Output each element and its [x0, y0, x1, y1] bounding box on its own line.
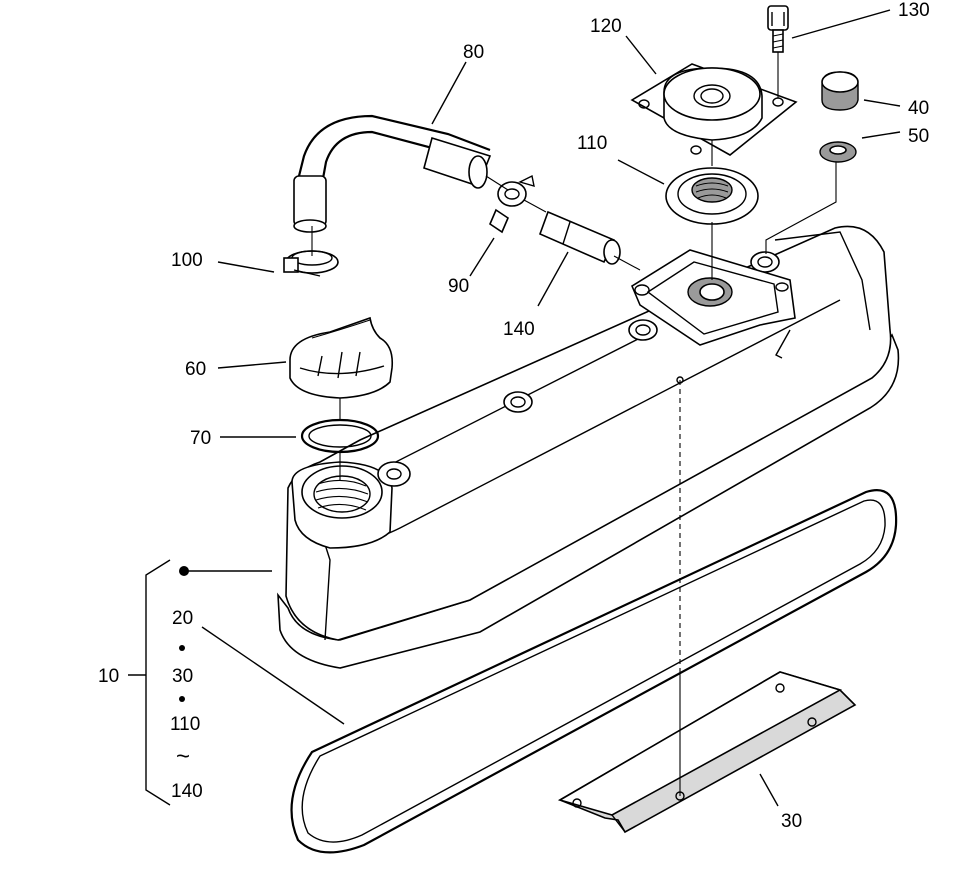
o-ring	[300, 418, 380, 454]
callout-20: 20	[172, 608, 193, 629]
hose-clamp	[283, 250, 339, 277]
callout-140: 140	[503, 319, 535, 340]
screw	[767, 5, 789, 53]
valve-cover-gasket	[290, 489, 898, 854]
callout-70: 70	[190, 428, 211, 449]
callout-100: 100	[171, 250, 203, 271]
assembly-lines	[311, 52, 837, 796]
diaphragm-washer	[665, 167, 759, 225]
callout-120: 120	[590, 16, 622, 37]
callout-30: 30	[781, 811, 802, 832]
kit-item-140: 140	[171, 781, 203, 802]
kit-bullet-small-1	[179, 645, 185, 651]
callout-90: 90	[448, 276, 469, 297]
callout-130: 130	[898, 0, 930, 21]
washer	[819, 141, 857, 163]
spring-clamp	[489, 174, 535, 234]
cap-nut	[821, 71, 859, 111]
callout-110: 110	[577, 133, 607, 154]
kit-range-symbol: ~	[176, 743, 190, 770]
callout-60: 60	[185, 359, 206, 380]
kit-bracket	[128, 559, 272, 806]
breather-hose	[293, 114, 492, 233]
oil-filler-cap	[289, 316, 394, 399]
kit-item-110: 110	[170, 714, 200, 735]
callout-80: 80	[463, 42, 484, 63]
kit-item-30: 30	[172, 666, 193, 687]
callout-40: 40	[908, 98, 929, 119]
deflector-plate	[557, 671, 857, 834]
leader-lines	[201, 9, 901, 807]
callout-10: 10	[98, 666, 119, 687]
connector-tube	[538, 210, 621, 265]
kit-bullet-small-2	[179, 696, 185, 702]
callout-labels: 130 120 80 40 50 110 100 90 140 60 70 20…	[98, 0, 930, 832]
valve-cover	[277, 225, 900, 669]
breather-cover	[630, 63, 798, 156]
callout-50: 50	[908, 126, 929, 147]
